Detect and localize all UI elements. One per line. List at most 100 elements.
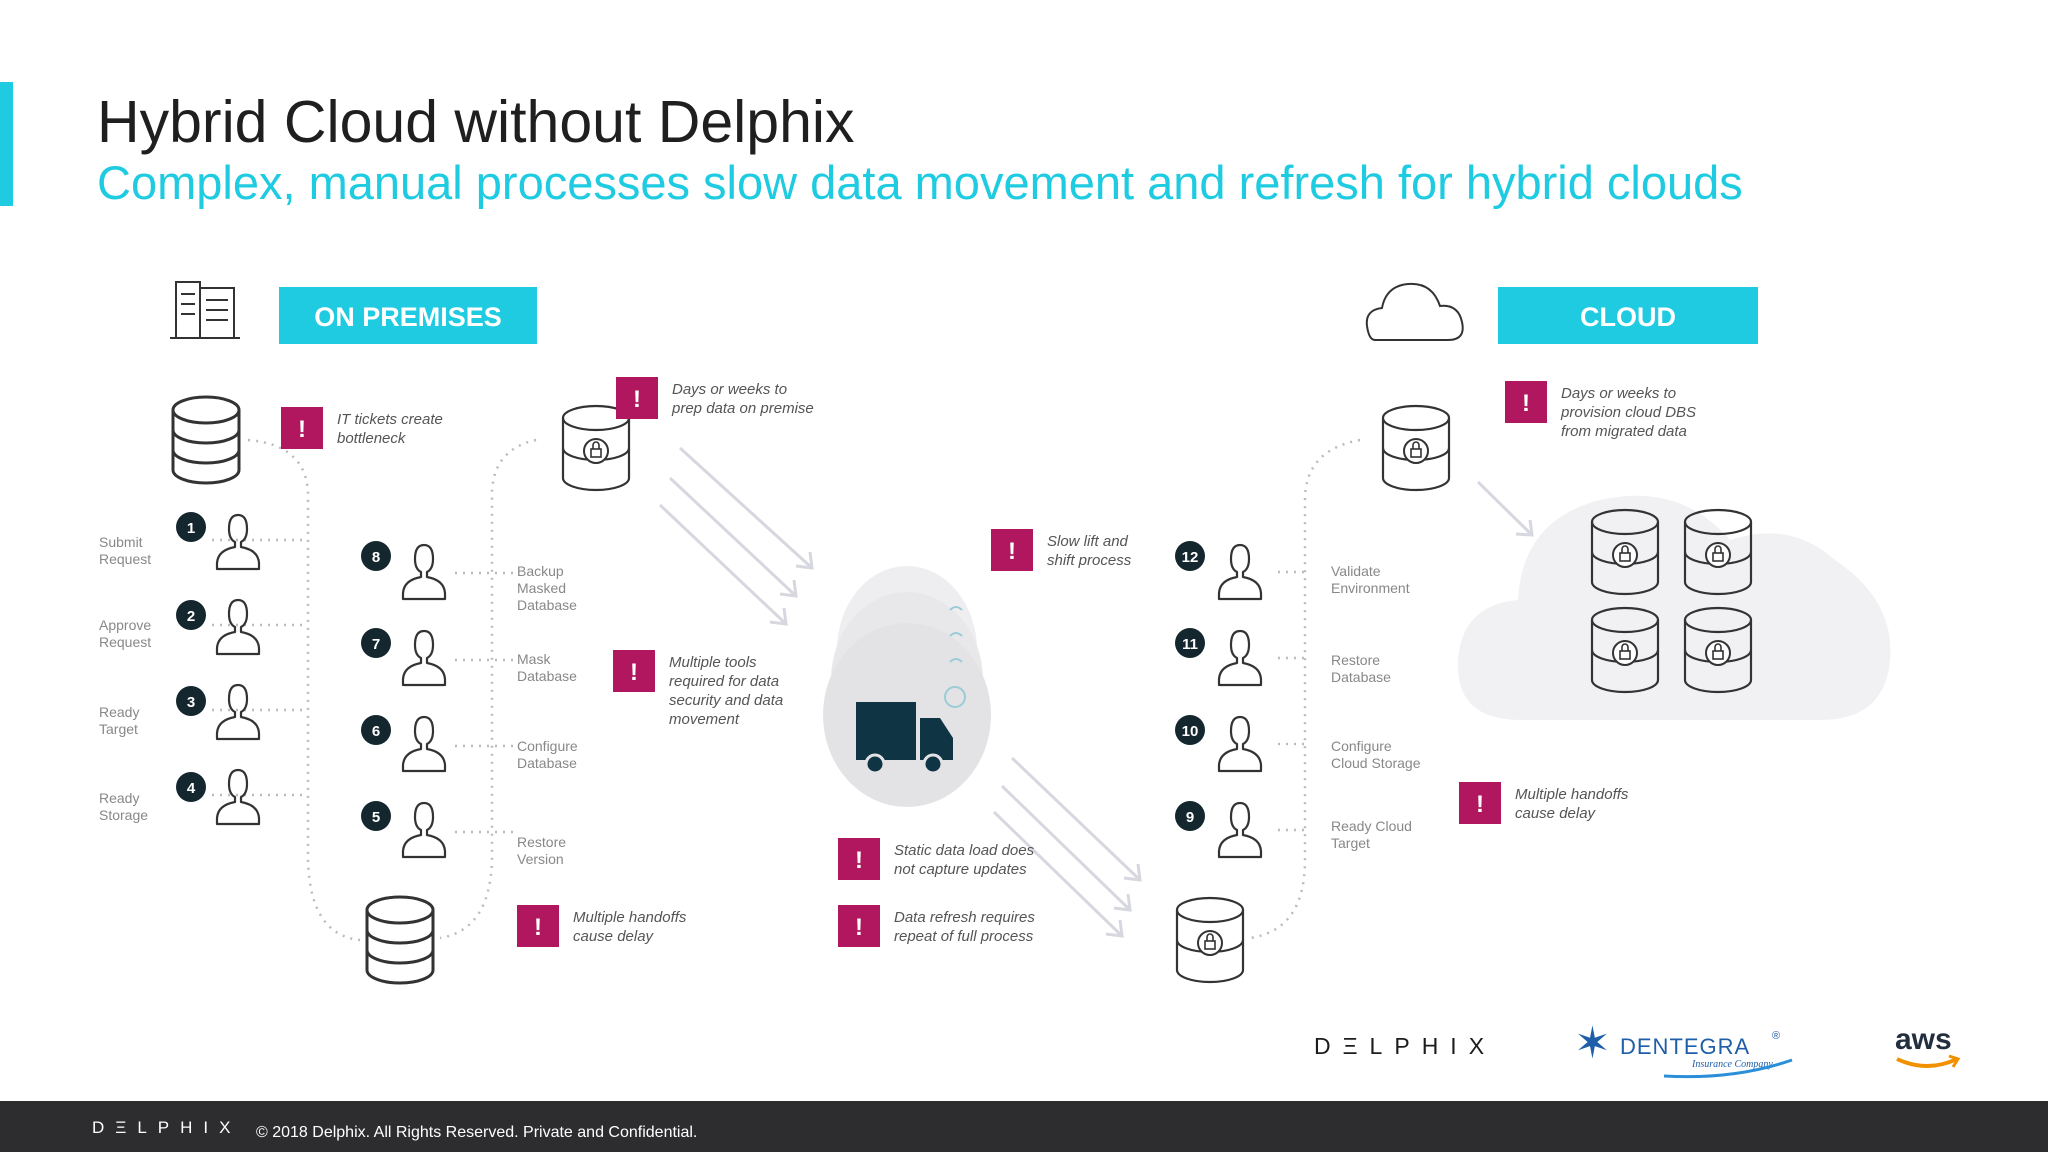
step-11-label: Restore	[1331, 652, 1380, 668]
alert-text: not capture updates	[894, 861, 1027, 878]
step-2-label: Request	[99, 634, 151, 650]
aws-logo: aws	[1893, 1023, 1963, 1073]
step-badge-8: 8	[361, 541, 391, 571]
exclamation-icon: !	[855, 847, 863, 874]
cloud-label: CLOUD	[1580, 302, 1676, 332]
exclamation-icon: !	[1476, 791, 1484, 818]
step-12-label: Environment	[1331, 580, 1410, 596]
step-1-label: Request	[99, 551, 151, 567]
step-number: 1	[187, 520, 195, 537]
exclamation-icon: !	[855, 914, 863, 941]
step-9-label: Target	[1331, 835, 1370, 851]
alert-icon	[616, 377, 658, 419]
flow-connectors	[212, 438, 1361, 942]
exclamation-icon: !	[1522, 390, 1530, 417]
step-6-label: Database	[517, 755, 577, 771]
step-number: 11	[1182, 636, 1198, 653]
step-number: 6	[372, 723, 380, 740]
footer-copyright: © 2018 Delphix. All Rights Reserved. Pri…	[256, 1124, 698, 1141]
step-badge-5: 5	[361, 801, 391, 831]
step-3-label: Ready	[99, 704, 139, 720]
step-4-label: Ready	[99, 790, 139, 806]
alert-text: cause delay	[1515, 805, 1597, 822]
cloud-secured-database-icon	[1381, 404, 1451, 492]
footer-bar: DΞLPHIX © 2018 Delphix. All Rights Reser…	[0, 1101, 2048, 1152]
step-badge-6: 6	[361, 715, 391, 745]
alert-text: security and data	[669, 692, 783, 709]
alert-icon	[991, 529, 1033, 571]
alert-text: cause delay	[573, 928, 655, 945]
cloud-icon	[1365, 282, 1464, 341]
step-number: 2	[187, 608, 195, 625]
alert-handoffs-onprem: ! Multiple handoffs cause delay	[517, 905, 687, 947]
alert-icon	[281, 407, 323, 449]
step-badge-2: 2	[176, 600, 206, 630]
step-number: 12	[1182, 549, 1199, 566]
step-6-label: Configure	[517, 738, 578, 754]
step-badge-3: 3	[176, 686, 206, 716]
step-badge-11: 11	[1175, 628, 1205, 658]
aws-smile-icon	[1896, 1054, 1961, 1068]
alert-text: movement	[669, 711, 740, 728]
step-8-label: Database	[517, 597, 577, 613]
step-number: 4	[187, 780, 196, 797]
alert-icon	[1505, 381, 1547, 423]
dentegra-wordmark: DENTEGRA	[1620, 1034, 1751, 1059]
step-badge-4: 4	[176, 772, 206, 802]
step-3-label: Target	[99, 721, 138, 737]
aws-wordmark: aws	[1895, 1023, 1952, 1056]
step-11-label: Database	[1331, 669, 1391, 685]
alert-text: Multiple handoffs	[573, 909, 687, 926]
step-2-label: Approve	[99, 617, 151, 633]
step-5-label: Version	[517, 851, 564, 867]
alert-text: Days or weeks to	[1561, 385, 1676, 402]
delphix-partner-logo: DΞLPHIX	[1314, 1033, 1497, 1059]
alert-text: repeat of full process	[894, 928, 1034, 945]
alert-icon	[838, 905, 880, 947]
alert-handoffs-cloud: ! Multiple handoffs cause delay	[1459, 782, 1629, 824]
step-4-label: Storage	[99, 807, 148, 823]
alert-icon	[1459, 782, 1501, 824]
step-labels: SubmitRequestApproveRequestReadyTargetRe…	[99, 534, 1421, 867]
step-badge-10: 10	[1175, 715, 1205, 745]
alert-text: Static data load does	[894, 842, 1035, 859]
dentegra-swoosh	[1663, 1058, 1793, 1079]
step-badge-9: 9	[1175, 801, 1205, 831]
slide-subtitle: Complex, manual processes slow data move…	[97, 156, 1743, 209]
exclamation-icon: !	[1008, 538, 1016, 565]
exclamation-icon: !	[534, 914, 542, 941]
exclamation-icon: !	[298, 416, 306, 443]
dentegra-star-icon: ✶	[1574, 1019, 1611, 1068]
alert-text: Slow lift and	[1047, 533, 1129, 550]
alert-text: Days or weeks to	[672, 381, 787, 398]
on-premises-banner	[279, 287, 537, 344]
footer-delphix-logo: DΞLPHIX	[92, 1118, 242, 1137]
data-transfer-truck	[823, 566, 991, 807]
step-9-label: Ready Cloud	[1331, 818, 1412, 834]
step-number: 7	[372, 636, 380, 653]
alert-text: required for data	[669, 673, 779, 690]
step-number: 9	[1186, 809, 1194, 826]
step-7-label: Database	[517, 668, 577, 684]
alert-text: prep data on premise	[671, 400, 814, 417]
cloud-target-database-icon	[1175, 896, 1245, 984]
step-number: 10	[1182, 723, 1199, 740]
step-badge-7: 7	[361, 628, 391, 658]
exclamation-icon: !	[630, 659, 638, 686]
step-number: 5	[372, 809, 380, 826]
alert-static-load: ! Static data load does not capture update…	[838, 838, 1035, 880]
alert-icon	[838, 838, 880, 880]
step-badge-1: 1	[176, 512, 206, 542]
step-badge-12: 12	[1175, 541, 1205, 571]
step-12-label: Validate	[1331, 563, 1381, 579]
backup-database-icon	[365, 895, 435, 985]
step-8-label: Masked	[517, 580, 566, 596]
cloud-banner	[1498, 287, 1758, 344]
alert-text: Multiple handoffs	[1515, 786, 1629, 803]
